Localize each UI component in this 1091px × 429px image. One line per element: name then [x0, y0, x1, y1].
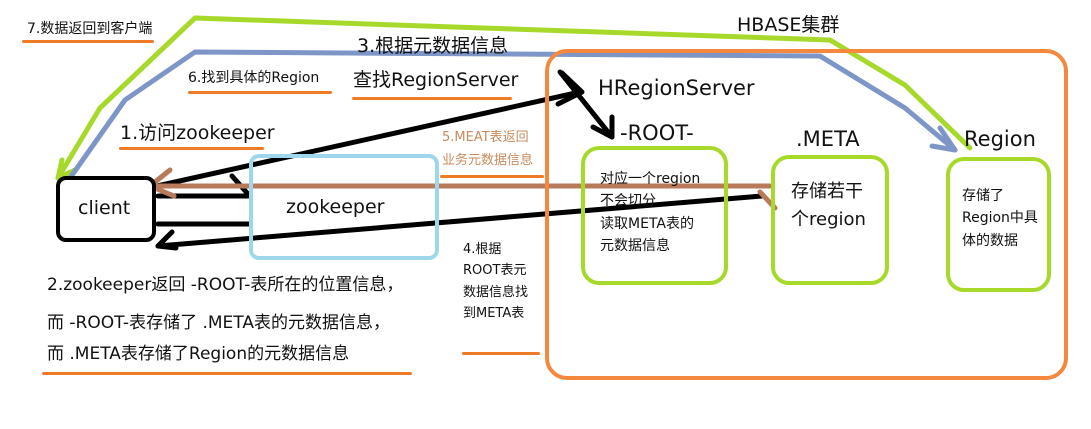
root-label: -ROOT- — [620, 121, 694, 145]
arrow-step4 — [155, 193, 765, 249]
hbase-cluster-box — [545, 49, 1068, 380]
region-box — [946, 157, 1051, 292]
meta-description: 存储若干 个region — [791, 181, 866, 230]
step4-underline — [462, 352, 540, 355]
client-box — [56, 176, 156, 242]
note2-line1: 2.zookeeper返回 -ROOT-表所在的位置信息， — [47, 275, 404, 295]
step4-label: 4.根据 ROOT表元 数据信息找 到META表 — [463, 242, 529, 322]
root-description: 对应一个region 不会切分 读取META表的 元数据信息 — [600, 171, 701, 255]
step3-underline — [352, 97, 512, 100]
note2-line3: 而 .META表存储了Region的元数据信息 — [47, 344, 350, 364]
meta-box — [771, 155, 889, 285]
region-label: Region — [964, 127, 1036, 151]
arrow-step6-blue — [67, 49, 958, 181]
step3-label-line2: 查找RegionServer — [353, 69, 519, 91]
hbase-cluster-title: HBASE集群 — [737, 14, 840, 36]
meta-label: .META — [796, 127, 860, 151]
note2-line2: 而 -ROOT-表存储了 .META表的元数据信息， — [47, 313, 390, 333]
step5-underline — [440, 175, 544, 178]
step6-underline — [188, 91, 332, 94]
step3-label-line1: 3.根据元数据信息 — [357, 35, 509, 57]
note2-underline — [42, 372, 412, 375]
arrow-root-pointer — [557, 69, 615, 140]
hregionserver-label: HRegionServer — [598, 76, 755, 100]
step7-label: 7.数据返回到客户端 — [27, 21, 153, 37]
step1-label: 1.访问zookeeper — [120, 122, 275, 144]
client-label: client — [78, 197, 131, 219]
arrow-step6-head — [929, 125, 958, 153]
region-description: 存储了 Region中具 体的数据 — [962, 188, 1038, 249]
arrow-step7-lime — [55, 15, 973, 181]
arrow-step3 — [145, 89, 583, 191]
step5-label: 5.MEAT表返回 业务元数据信息 — [442, 130, 534, 168]
arrow-step4-head — [155, 229, 179, 251]
zookeeper-box — [249, 154, 439, 260]
arrow-root-pointer-head — [590, 114, 615, 140]
root-box — [581, 146, 728, 285]
step6-label: 6.找到具体的Region — [188, 70, 320, 86]
step1-underline — [119, 147, 264, 150]
zookeeper-label: zookeeper — [286, 196, 385, 218]
step7-underline — [22, 40, 154, 43]
